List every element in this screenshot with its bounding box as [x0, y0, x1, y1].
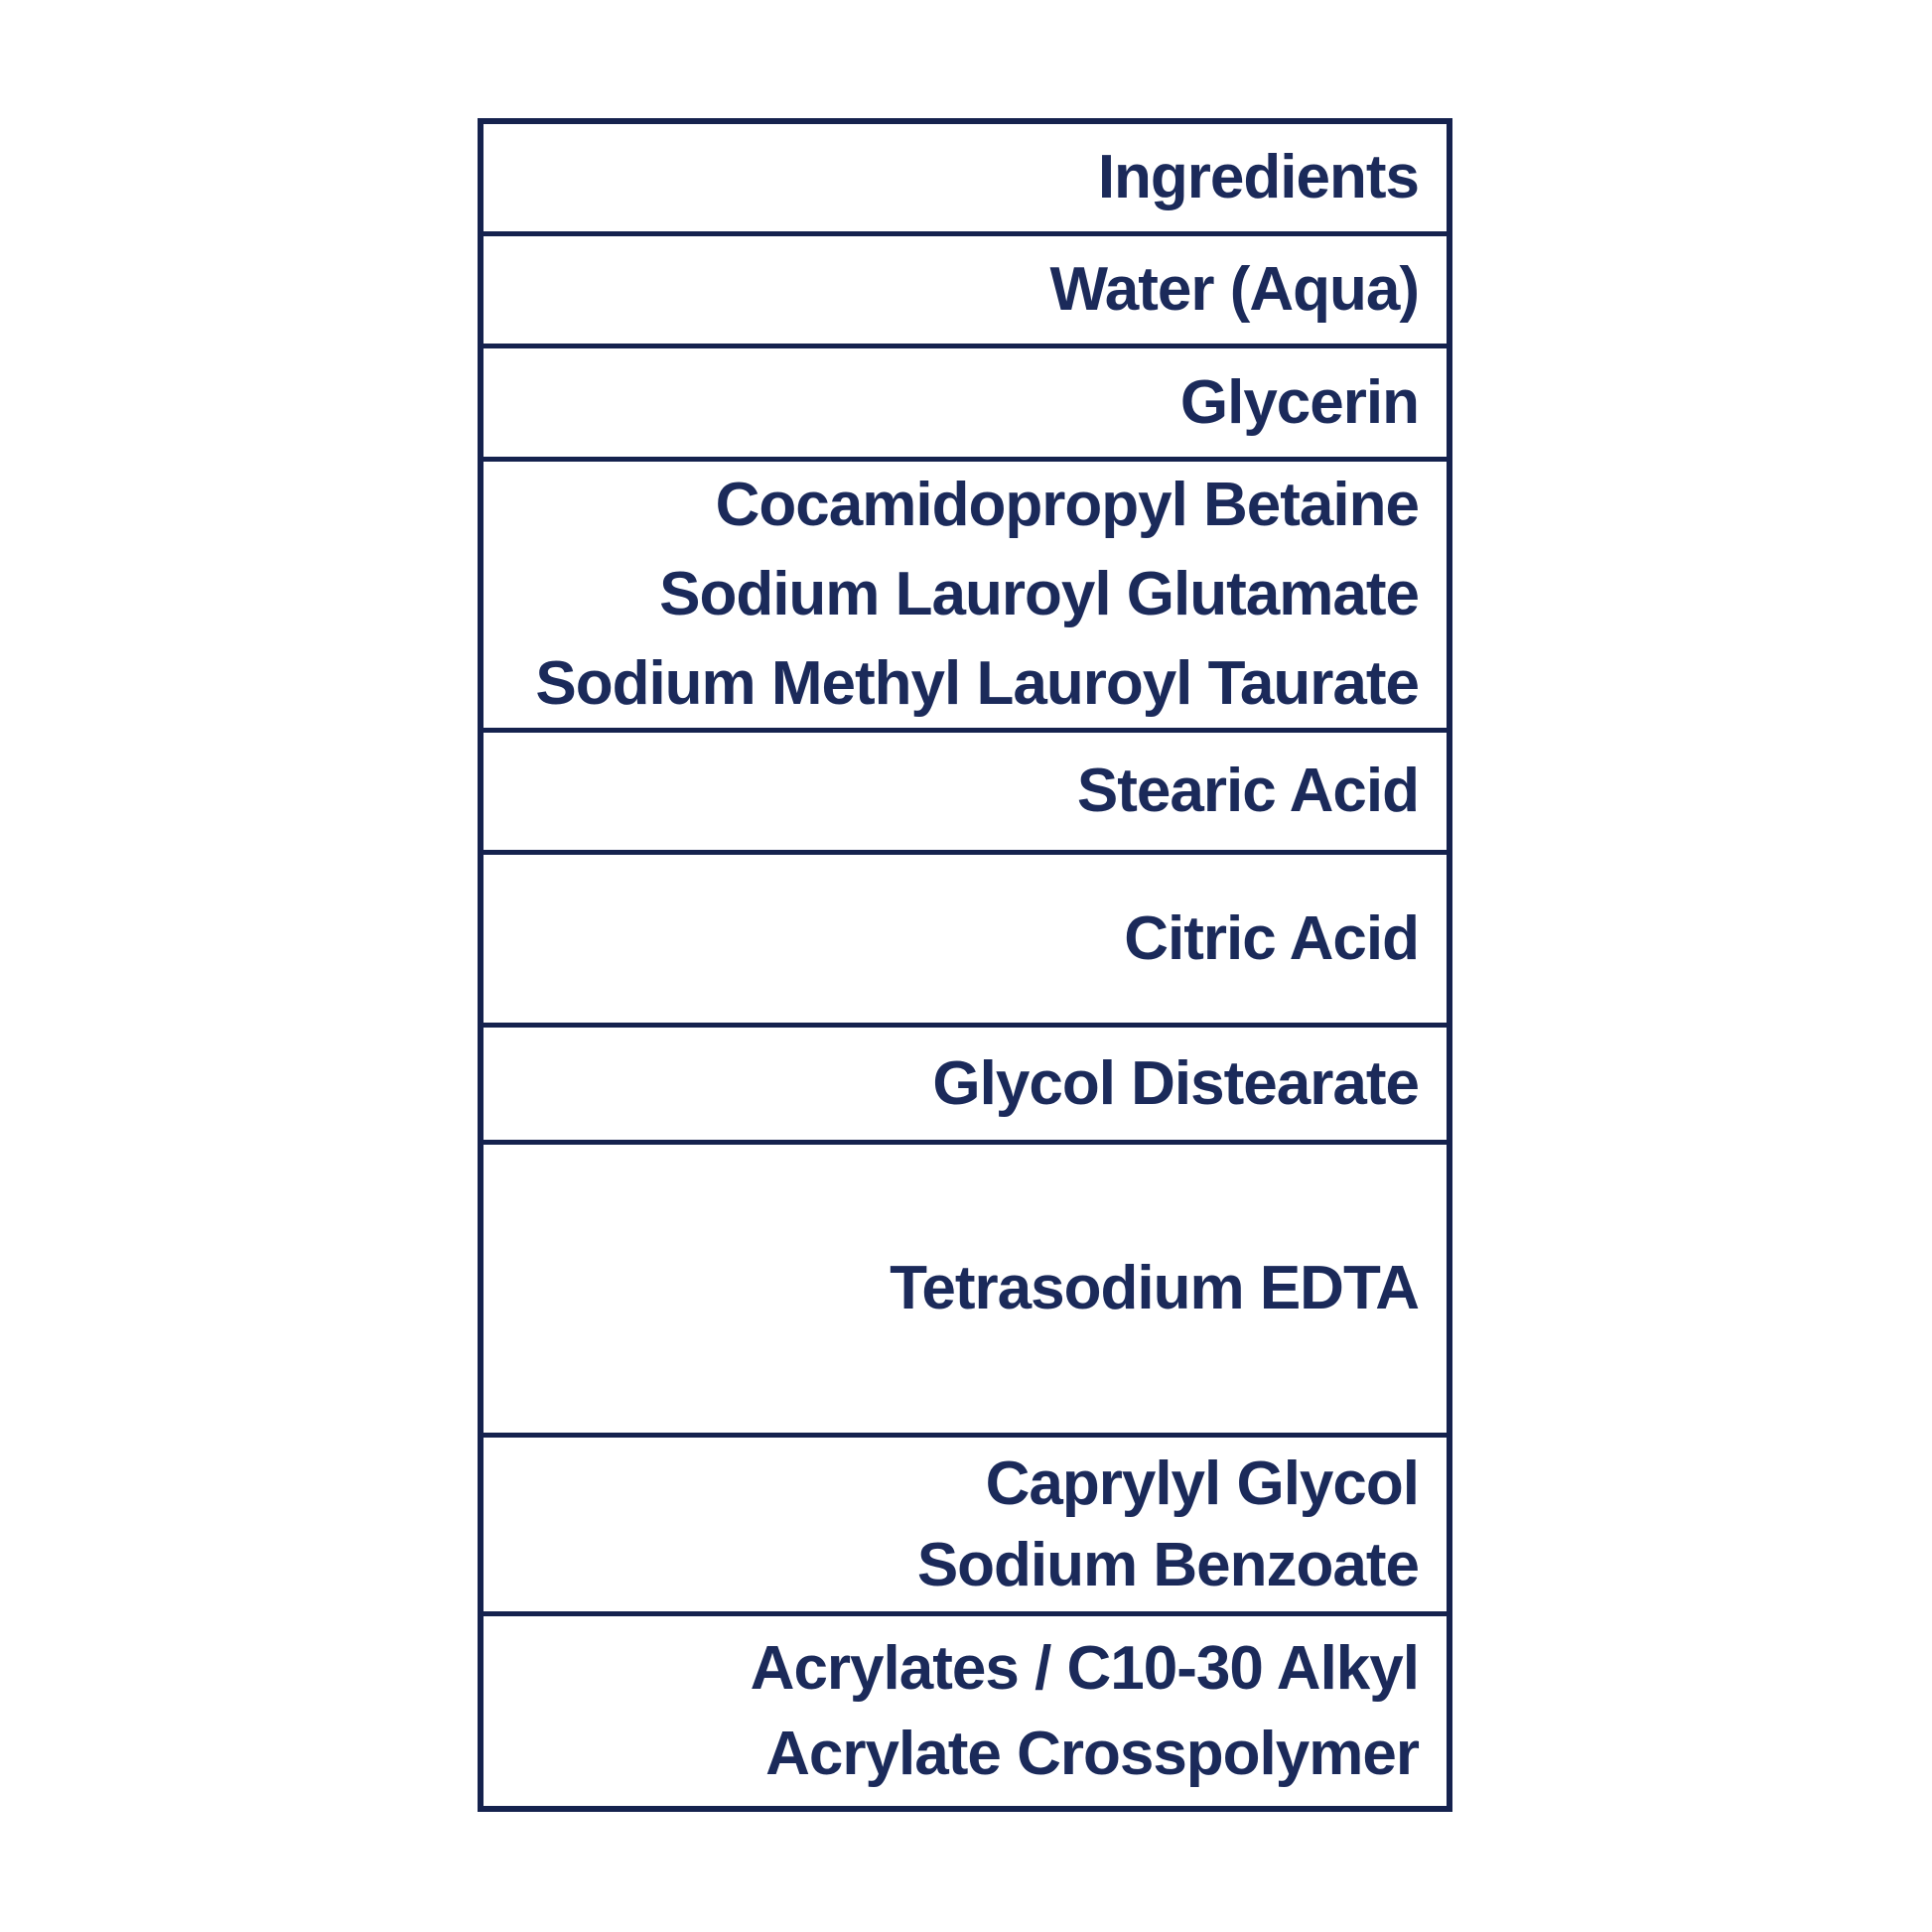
- row-stearic-acid: Stearic Acid: [483, 733, 1447, 855]
- ingredient-text: Water (Aqua): [1049, 255, 1420, 324]
- row-glycol-distearate: Glycol Distearate: [483, 1028, 1447, 1145]
- ingredient-text: Sodium Benzoate: [916, 1530, 1420, 1599]
- row-glycerin: Glycerin: [483, 348, 1447, 462]
- ingredient-text: Caprylyl Glycol: [985, 1449, 1420, 1518]
- row-citric-acid: Citric Acid: [483, 855, 1447, 1028]
- ingredient-text: Glycerin: [1179, 367, 1420, 437]
- row-header: Ingredients: [483, 124, 1447, 236]
- row-acrylates-crosspolymer: Acrylates / C10-30 Alkyl Acrylate Crossp…: [483, 1616, 1447, 1806]
- ingredient-text: Sodium Lauroyl Glutamate: [659, 560, 1420, 628]
- ingredients-table: Ingredients Water (Aqua) Glycerin Cocami…: [478, 118, 1452, 1812]
- ingredient-text: Glycol Distearate: [932, 1048, 1420, 1118]
- row-preservatives: Caprylyl Glycol Sodium Benzoate: [483, 1438, 1447, 1616]
- ingredient-text: Stearic Acid: [1076, 757, 1420, 825]
- row-water: Water (Aqua): [483, 236, 1447, 348]
- ingredient-text: Sodium Methyl Lauroyl Taurate: [535, 649, 1420, 718]
- table-title: Ingredients: [1097, 143, 1420, 211]
- row-tetrasodium-edta: Tetrasodium EDTA: [483, 1145, 1447, 1438]
- row-surfactants: Cocamidopropyl Betaine Sodium Lauroyl Gl…: [483, 462, 1447, 733]
- ingredient-text: Cocamidopropyl Betaine: [715, 471, 1420, 539]
- ingredient-text: Acrylates / C10-30 Alkyl: [750, 1633, 1420, 1703]
- ingredient-text: Citric Acid: [1124, 903, 1420, 973]
- ingredient-text: Acrylate Crosspolymer: [765, 1719, 1420, 1788]
- ingredient-text: Tetrasodium EDTA: [890, 1254, 1420, 1322]
